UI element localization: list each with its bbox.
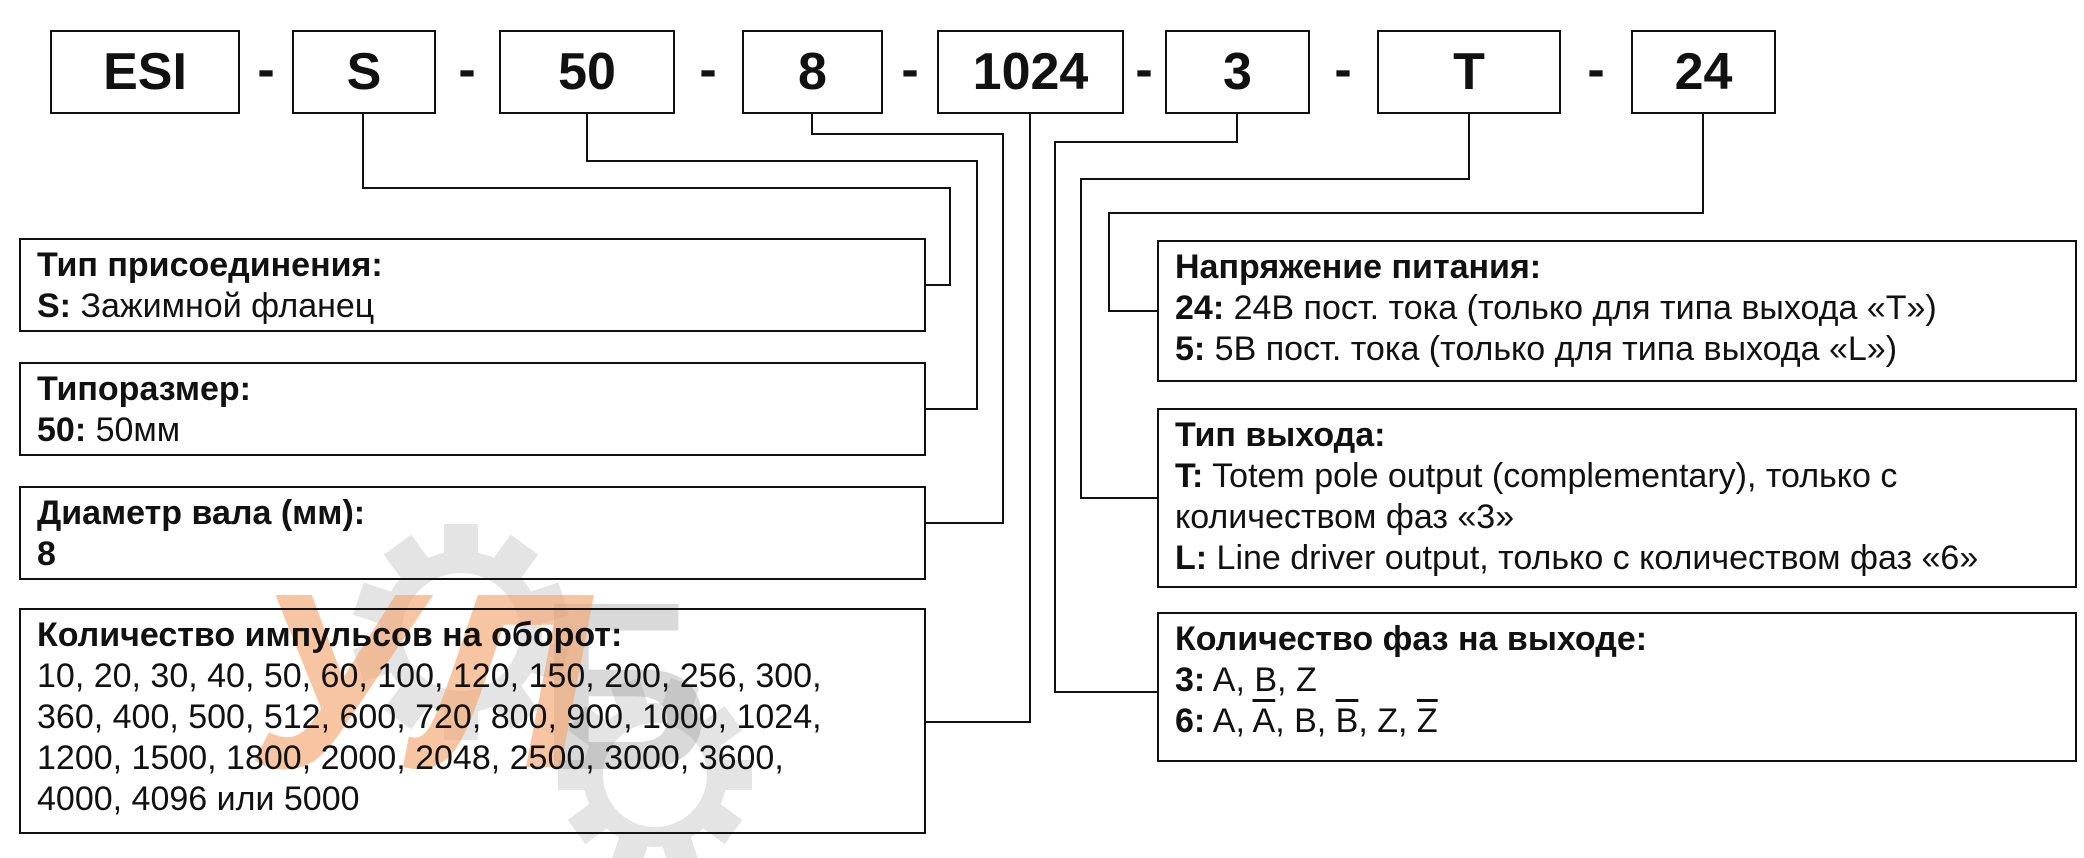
code-box-3: 3 [1165,30,1310,114]
separator-dash: - [901,41,919,99]
box-lines: 24: 24В пост. тока (только для типа выхо… [1175,289,1937,368]
code-box-8: 8 [742,30,883,114]
separator-dash: - [1135,41,1153,99]
desc-box-connection-type: Тип присоединения: S: Зажимной фланец [19,238,926,332]
desc-box-size: Типоразмер: 50: 50мм [19,362,926,456]
separator-dash: - [699,41,717,99]
box-title: Количество импульсов на оборот: [37,616,623,654]
box-title: Типоразмер: [37,370,251,408]
connector-s [362,114,951,286]
code-box-s: S [292,30,436,114]
box-title: Тип выхода: [1175,416,1386,454]
code-box-24: 24 [1631,30,1776,114]
desc-box-shaft-diameter: Диаметр вала (мм): 8 [19,486,926,580]
connector-t [1080,114,1470,499]
connector-3 [1054,114,1238,693]
connector-8 [811,114,1004,524]
desc-box-supply-voltage: Напряжение питания: 24: 24В пост. тока (… [1157,240,2077,382]
box-title: Тип присоединения: [37,246,383,284]
box-title: Напряжение питания: [1175,248,1542,286]
separator-dash: - [257,41,275,99]
desc-box-pulses-per-revolution: Количество импульсов на оборот: 10, 20, … [19,608,926,834]
separator-dash: - [1587,41,1605,99]
box-lines: 50: 50мм [37,411,181,449]
box-title: Количество фаз на выходе: [1175,620,1648,658]
box-lines: S: Зажимной фланец [37,287,375,325]
desc-box-output-type: Тип выхода: T: Totem pole output (comple… [1157,408,2077,588]
box-lines: 10, 20, 30, 40, 50, 60, 100, 120, 150, 2… [37,657,822,818]
code-box-esi: ESI [50,30,240,114]
code-box-1024: 1024 [937,30,1124,114]
connector-24 [1108,114,1704,312]
connector-1024 [926,114,1031,723]
code-box-t: T [1377,30,1561,114]
separator-dash: - [1334,41,1352,99]
box-title: Диаметр вала (мм): [37,494,366,532]
code-box-50: 50 [499,30,675,114]
box-lines: T: Totem pole output (complementary), то… [1175,457,1979,577]
connector-50 [586,114,978,410]
box-lines: 8 [37,535,56,573]
separator-dash: - [458,41,476,99]
